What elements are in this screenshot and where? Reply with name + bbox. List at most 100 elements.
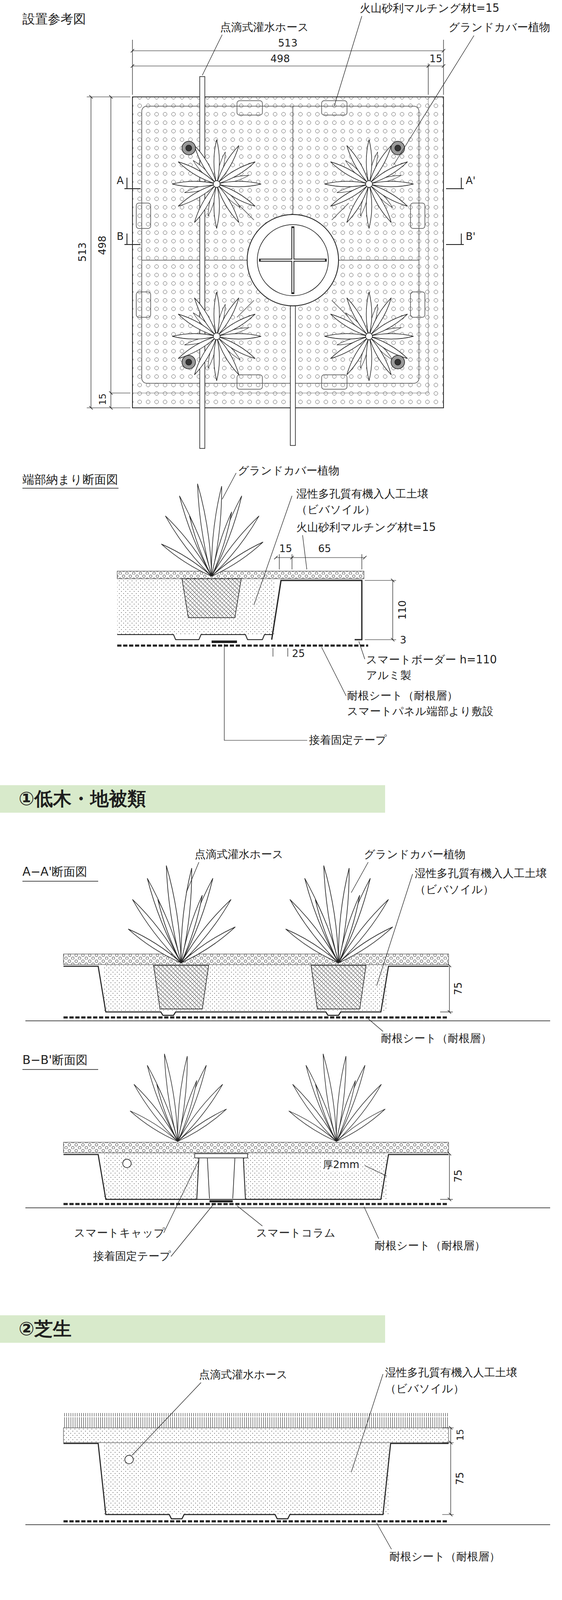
plan-view	[236, 203, 349, 318]
plan-view	[136, 292, 151, 318]
drawing-title: 端部納まり断面図	[22, 473, 119, 487]
section-b	[63, 1154, 449, 1200]
dimension-value: 15	[97, 393, 108, 406]
section-a	[63, 966, 449, 1016]
plan-view	[324, 139, 414, 229]
plan-view	[132, 96, 429, 394]
edge-detail	[117, 578, 275, 635]
plan-view	[172, 292, 262, 381]
plan-view	[247, 214, 339, 306]
leader-line	[236, 1206, 263, 1227]
plan-view	[181, 141, 196, 155]
leader-line	[163, 1160, 199, 1234]
leader-line	[363, 1206, 379, 1240]
plan-view	[185, 359, 192, 366]
dimension-value: 75	[454, 1472, 467, 1486]
callout-label: （ビバソイル）	[385, 1382, 465, 1396]
plan-view	[410, 292, 425, 318]
plan-view	[257, 224, 329, 296]
leader-line	[393, 35, 474, 166]
section-turf	[63, 1413, 449, 1429]
plan-view	[86, 16, 474, 449]
dimension-value: 15	[429, 53, 443, 66]
callout-label: 接着固定テープ	[93, 1250, 171, 1264]
section-turf	[63, 1428, 449, 1444]
section-heading: ①低木・地被類	[0, 785, 386, 813]
dimension-line	[86, 39, 444, 408]
leader-line	[368, 1019, 383, 1032]
drawing-title: A−A'断面図	[22, 865, 88, 879]
leader-line	[376, 1523, 392, 1550]
callout-label: 火山砂利マルチング材t=15	[296, 521, 436, 535]
callout-label: 点滴式灌水ホース	[194, 848, 284, 862]
dimension-line	[292, 557, 365, 558]
section-mark	[446, 177, 464, 189]
section-a	[63, 954, 449, 965]
dimension-value: 498	[270, 53, 290, 66]
leader-line	[132, 1382, 202, 1456]
section-b	[22, 1054, 551, 1257]
callout-label: グランドカバー植物	[363, 848, 466, 862]
edge-detail	[271, 580, 362, 640]
dimension-value: 25	[292, 648, 306, 661]
section-a	[22, 862, 551, 1032]
dimension-line	[442, 1428, 454, 1516]
dimension-value: 498	[96, 235, 109, 256]
plan-view	[410, 203, 425, 229]
plan-view	[136, 203, 151, 229]
callout-label: 耐根シート（耐根層）	[347, 689, 458, 703]
callout-label: 耐根シート（耐根層）	[374, 1239, 486, 1253]
leader-line	[186, 862, 413, 1032]
plan-view	[199, 76, 205, 449]
dimension-line	[86, 96, 131, 408]
section-mark	[124, 233, 141, 245]
callout-label: グランドカバー植物	[448, 21, 551, 34]
plan-view	[185, 145, 192, 152]
plan-view	[394, 145, 401, 152]
drawing-title: B−B'断面図	[22, 1053, 88, 1068]
callout-label: 湿性多孔質有機入人工土壌	[385, 1366, 518, 1380]
section-letter: B	[116, 231, 124, 243]
leader-line	[163, 1160, 387, 1257]
section-a	[63, 1016, 449, 1020]
section-mark	[124, 177, 464, 245]
leader-line	[351, 1374, 383, 1473]
section-letter: B'	[465, 231, 476, 243]
section-b	[194, 1154, 248, 1159]
edge-detail	[22, 487, 119, 489]
edge-detail	[117, 634, 273, 640]
section-b	[196, 1157, 246, 1200]
leader-line	[202, 16, 474, 166]
leader-line	[376, 874, 413, 987]
section-letter: A	[116, 175, 124, 188]
section-b	[25, 1207, 551, 1209]
plan-view	[247, 214, 339, 306]
dimension-value: 75	[452, 982, 465, 996]
dimension-line	[440, 1199, 453, 1200]
section-letter: A'	[465, 175, 476, 188]
callout-label: グランドカバー植物	[237, 464, 340, 478]
plan-view	[391, 355, 405, 370]
leader-line	[132, 1374, 392, 1550]
callout-label: アルミ製	[366, 669, 412, 683]
leader-line	[321, 647, 347, 697]
section-b	[22, 1069, 99, 1071]
section-b	[207, 1158, 235, 1199]
callout-label: （ビバソイル）	[414, 883, 494, 897]
dimension-line	[428, 65, 444, 67]
plan-view	[290, 305, 296, 446]
callout-label: スマートコラム	[256, 1227, 336, 1240]
plan-view	[181, 141, 405, 370]
section-band: ①低木・地被類	[0, 785, 386, 813]
dimension-value: 15	[279, 543, 293, 556]
plan-view	[132, 96, 444, 408]
leader-line	[334, 16, 362, 106]
section-b	[63, 1203, 449, 1206]
callout-label: スマートボーダー h=110	[366, 653, 497, 667]
leader-line	[351, 862, 369, 893]
callout-label: 耐根シート（耐根層）	[389, 1551, 501, 1564]
dimension-value: 3	[399, 634, 407, 647]
section-heading: ②芝生	[0, 1315, 386, 1344]
callout-label: 耐根シート（耐根層）	[380, 1032, 492, 1046]
leader-line	[202, 34, 223, 76]
